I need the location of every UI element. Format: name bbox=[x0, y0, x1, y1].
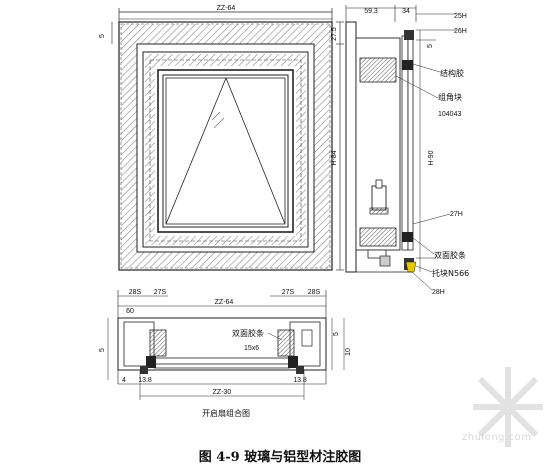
glass-bead-frame bbox=[157, 69, 294, 233]
figure-caption: 图 4-9 玻璃与铝型材注胶图 bbox=[198, 450, 362, 465]
structural-adhesive-bottom bbox=[402, 232, 413, 242]
side-section: 59.3 34 25H 26H 27.5 H-84 bbox=[331, 5, 469, 296]
plan-block-right bbox=[277, 329, 295, 357]
callout-28h: 28H bbox=[432, 289, 445, 296]
side-outer-profile bbox=[345, 21, 357, 273]
side-top-label-1: 59.3 bbox=[364, 8, 378, 15]
plan-right-label-2: 10 bbox=[345, 348, 352, 356]
plan-callout-size: 15x6 bbox=[244, 345, 259, 352]
glass-pane bbox=[165, 77, 286, 225]
watermark-logo bbox=[473, 367, 543, 447]
callout-part-number: 104043 bbox=[438, 111, 461, 118]
plan-top-right-28s: 28S bbox=[308, 289, 321, 296]
opening-line-left bbox=[165, 77, 227, 225]
callout-structural-adhesive: 结构胶 bbox=[440, 68, 464, 78]
plan-right-label-1: 5 bbox=[333, 332, 340, 336]
sash-frame bbox=[142, 51, 309, 248]
side-right-label-small: 5 bbox=[427, 44, 434, 48]
plan-top-left-27s: 27S bbox=[154, 289, 167, 296]
plan-glass bbox=[153, 357, 291, 365]
callout-corner-block: 组角块 bbox=[438, 92, 462, 102]
front-width-label: ZZ-64 bbox=[217, 5, 236, 12]
callout-27h: 27H bbox=[450, 211, 463, 218]
side-top-label-2: 34 bbox=[402, 8, 410, 15]
support-block-highlight bbox=[405, 261, 417, 273]
plan-small-label-13-8-right: 13.8 bbox=[293, 377, 307, 384]
side-left-label-1: 27.5 bbox=[331, 27, 338, 41]
plan-small-label-4: 4 bbox=[122, 377, 126, 384]
plan-left-height-label: 5 bbox=[99, 348, 106, 352]
plan-top-left-28s: 28S bbox=[129, 289, 142, 296]
front-left-dim-label: 5 bbox=[99, 34, 106, 38]
corner-block-bottom bbox=[359, 227, 397, 247]
watermark-text: zhulong.com bbox=[462, 432, 532, 443]
plan-callout-double-tape: 双面胶条 bbox=[232, 328, 264, 338]
plan-block-left bbox=[149, 329, 167, 357]
subtitle: 开启扇组合图 bbox=[202, 409, 250, 418]
plan-small-label-13-8-left: 13.8 bbox=[138, 377, 152, 384]
front-view: ZZ-64 5 bbox=[99, 5, 333, 271]
hardware-block bbox=[371, 185, 387, 211]
callout-double-tape: 双面胶条 bbox=[434, 250, 466, 260]
structural-adhesive-top bbox=[402, 60, 413, 70]
corner-block-top bbox=[359, 57, 397, 83]
plan-bottom-label: ZZ-30 bbox=[213, 389, 232, 396]
plan-width-label: ZZ-64 bbox=[215, 299, 234, 306]
side-right-label-25h: 25H bbox=[454, 13, 467, 20]
callout-support-block: 托块N566 bbox=[432, 268, 469, 278]
opening-line-right bbox=[225, 77, 286, 225]
side-right-label-h90: H-90 bbox=[428, 150, 435, 165]
plan-top-right-27s: 27S bbox=[282, 289, 295, 296]
side-left-label-2: H-84 bbox=[331, 150, 338, 165]
plan-small-label-60: 60 bbox=[126, 308, 134, 315]
plan-view: 28S 27S 27S 28S ZZ-64 60 5 双面胶条 15x6 5 bbox=[99, 289, 352, 400]
side-right-label-26h: 26H bbox=[454, 28, 467, 35]
